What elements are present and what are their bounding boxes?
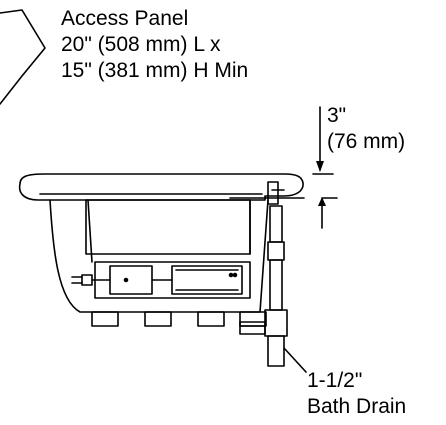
- tub-inner-wall: [87, 199, 93, 263]
- bath-drain-line: 1-1/2": [307, 369, 363, 392]
- access-panel-pointer: [0, 9, 46, 105]
- access-panel-line: Access Panel: [61, 7, 189, 30]
- drain-leader: [283, 347, 307, 373]
- tub-rim: [18, 173, 304, 201]
- access-panel-line: 20" (508 mm) L x: [61, 33, 221, 56]
- rim-height-dimension: [229, 106, 338, 229]
- access-panel-label: Access Panel 20" (508 mm) L x 15" (381 m…: [61, 6, 248, 84]
- bath-drain-line: Bath Drain: [307, 395, 407, 418]
- equipment-tray: [71, 261, 251, 299]
- rim-height-line: 3": [327, 104, 347, 127]
- drain-pipe: [239, 181, 288, 367]
- control-box-left: [109, 265, 153, 295]
- access-panel-line: 15" (381 mm) H Min: [61, 59, 249, 82]
- tub-inner-basin: [85, 199, 251, 255]
- rim-height-label: 3" (76 mm): [327, 103, 405, 155]
- tub-body: [49, 199, 269, 313]
- rim-height-line: (76 mm): [327, 130, 406, 153]
- bath-drain-label: 1-1/2" Bath Drain: [307, 368, 406, 420]
